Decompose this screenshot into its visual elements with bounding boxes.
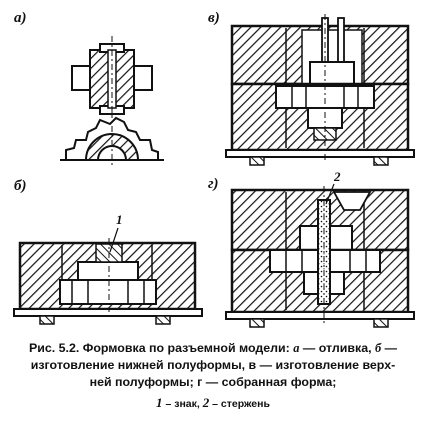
caption-prefix: Рис. 5.2. Формовка по разъемной модели: xyxy=(28,341,294,355)
figure-caption: Рис. 5.2. Формовка по разъемной модели: … xyxy=(14,340,412,413)
caption-legend: 1 – знак, 2 – стержень xyxy=(14,394,412,413)
caption-letter-b: б xyxy=(374,341,382,355)
panel-a-casting: а) xyxy=(14,10,164,166)
panel-a-label: а) xyxy=(14,10,27,26)
caption-line-1: Рис. 5.2. Формовка по разъемной модели: … xyxy=(14,340,412,357)
caption-line-2: изготовление нижней полуформы, в — изгот… xyxy=(30,358,396,372)
legend-text-2: – стержень xyxy=(209,398,270,410)
panel-b-label: б) xyxy=(14,178,26,194)
caption-text-b: — xyxy=(381,341,398,355)
legend-number-2: 2 xyxy=(202,395,210,410)
caption-line-3: ней полуформы; г — собранная форма; xyxy=(89,375,337,389)
caption-letter-a: а xyxy=(293,341,300,355)
callout-2-leader xyxy=(325,183,335,205)
panel-g-assembled-mold: г) 2 xyxy=(208,169,415,328)
legend-text-1: – знак, xyxy=(162,398,203,410)
figure-drawing: а) б) xyxy=(13,10,415,328)
panel-v-label: в) xyxy=(208,10,220,26)
callout-1-leader xyxy=(109,227,119,253)
panel-b-lower-halfmold: б) 1 xyxy=(13,178,203,325)
callout-2-label: 2 xyxy=(333,169,341,184)
panel-g-label: г) xyxy=(208,176,219,192)
legend-number-1: 1 xyxy=(156,395,163,410)
callout-1-label: 1 xyxy=(116,212,123,227)
caption-text-a: — отливка, xyxy=(299,341,375,355)
panel-v-upper-halfmold: в) xyxy=(208,10,415,166)
casting-gear-view xyxy=(60,112,164,166)
casting-side-view xyxy=(71,36,153,120)
